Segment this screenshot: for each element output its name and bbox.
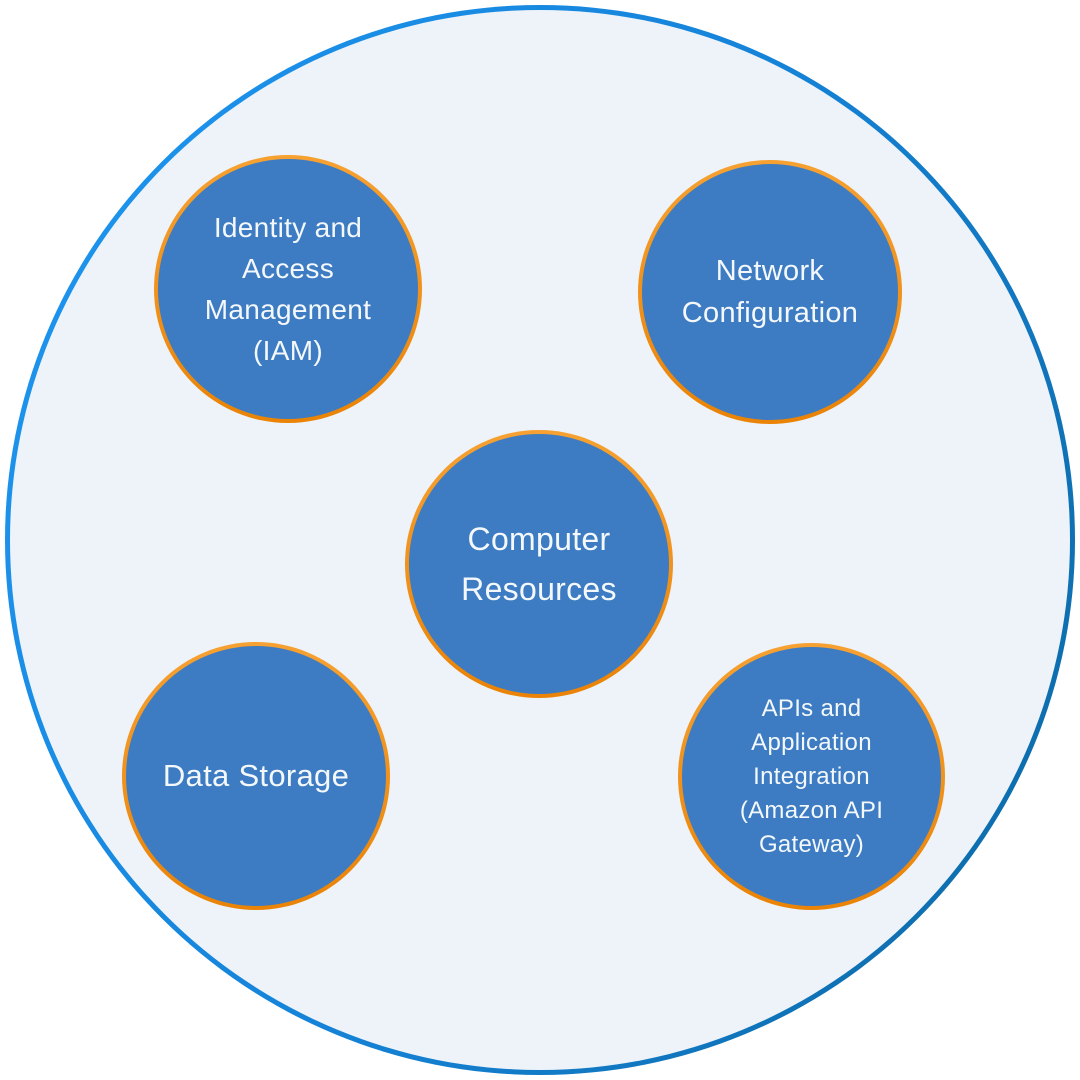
node-identity-access-management: Identity and Access Management (IAM): [154, 155, 422, 423]
node-computer-resources: Computer Resources: [405, 430, 673, 698]
node-network-configuration-core: Network Configuration: [642, 164, 898, 420]
node-label: Identity and Access Management (IAM): [204, 212, 372, 366]
node-network-configuration: Network Configuration: [638, 160, 902, 424]
node-label: APIs and Application Integration (Amazon…: [739, 694, 884, 858]
node-label: Data Storage: [162, 758, 350, 793]
node-apis-application-integration: APIs and Application Integration (Amazon…: [678, 643, 945, 910]
node-computer-resources-core: Computer Resources: [409, 434, 669, 694]
node-identity-access-management-core: Identity and Access Management (IAM): [158, 159, 418, 419]
node-apis-application-integration-core: APIs and Application Integration (Amazon…: [682, 647, 941, 906]
node-label: Computer Resources: [461, 521, 617, 607]
node-data-storage: Data Storage: [122, 642, 390, 910]
node-data-storage-core: Data Storage: [126, 646, 386, 906]
node-label: Network Configuration: [681, 255, 859, 329]
